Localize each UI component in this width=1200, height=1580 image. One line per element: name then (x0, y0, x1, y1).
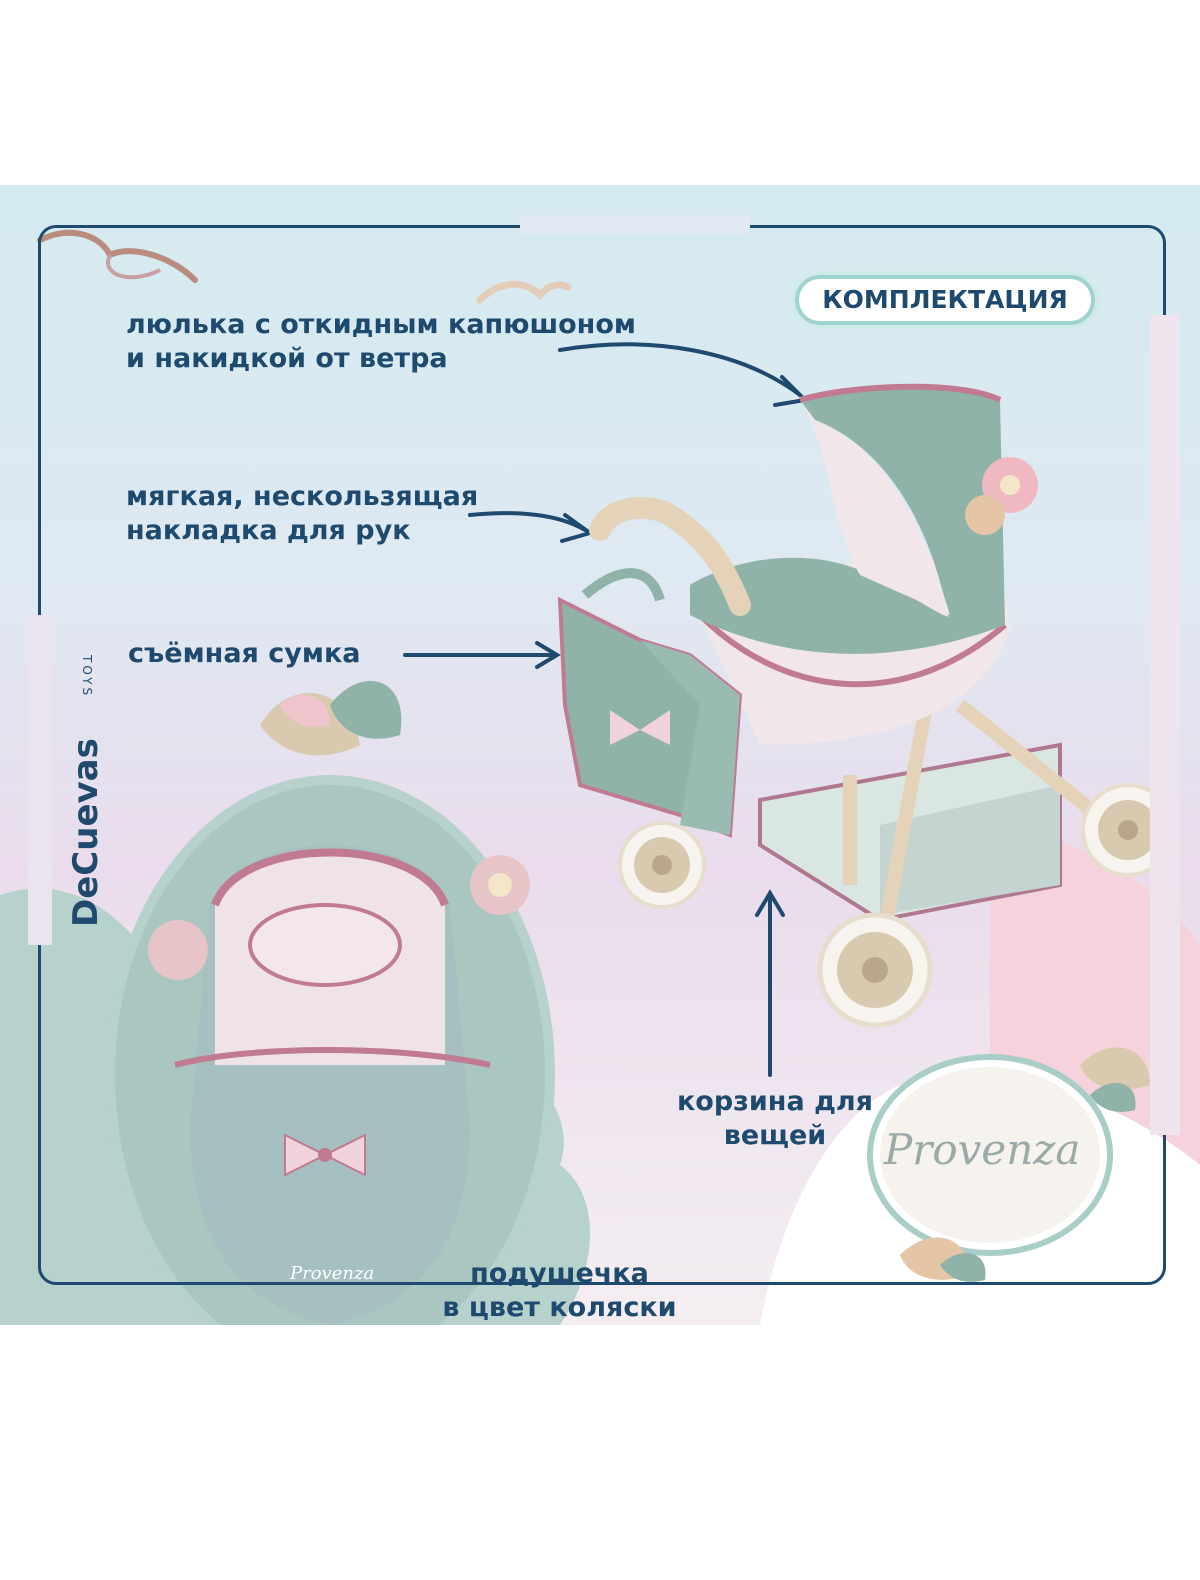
bow-ornament (284, 1133, 366, 1177)
callout-basket: корзина для вещей (676, 1086, 873, 1151)
pillow-print: Provenza (290, 1263, 375, 1284)
flower-ornament (965, 457, 1038, 535)
callout-bassinet: люлька с откидным капюшоном и накидкой о… (126, 309, 636, 374)
callout-pillow: подушечка в цвет коляски (442, 1258, 677, 1323)
illustration-canvas (0, 229, 1200, 1325)
collection-name: Provenza (884, 1125, 1081, 1174)
swirl-decoration-2 (476, 280, 572, 304)
section-badge: КОМПЛЕКТАЦИЯ (795, 275, 1095, 325)
wheel-front-left (618, 821, 706, 909)
callout-bag: съёмная сумка (128, 638, 361, 669)
provenza-medallion (867, 1047, 1150, 1282)
oval-inset (105, 681, 555, 1325)
brand-logo: DeCuevas (66, 738, 106, 927)
stroller-illustration (557, 383, 1175, 1028)
arrow-bassinet (558, 342, 802, 397)
brand-logo-sub: TOYS (80, 655, 94, 699)
callout-handle: мягкая, нескользящая накладка для рук (126, 481, 479, 546)
product-card: КОМПЛЕКТАЦИЯ люлька с откидным капюшоном… (0, 185, 1200, 1325)
bag-illustration (557, 568, 743, 838)
wheel-front-right (817, 912, 933, 1028)
